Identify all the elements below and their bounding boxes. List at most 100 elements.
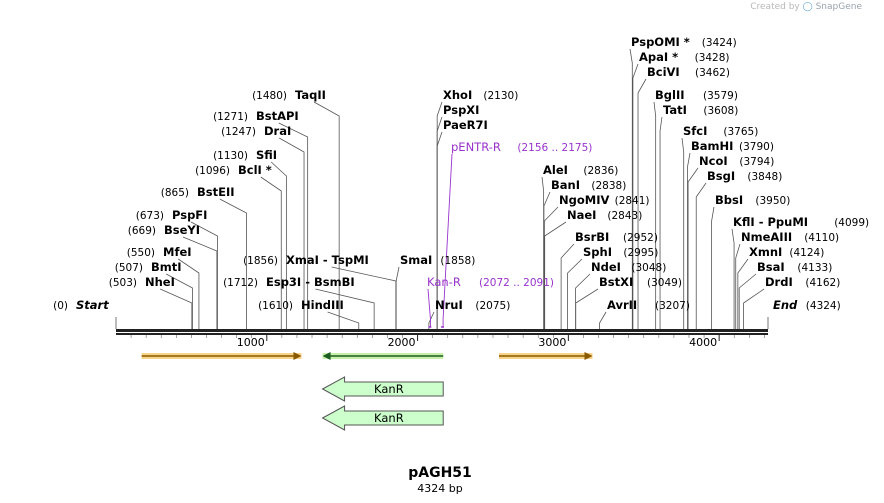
site-name: SfcI (683, 124, 707, 138)
primer-name: pENTR-R (451, 140, 501, 154)
site-coordinate: (3608) (703, 105, 738, 117)
site-coordinate: (3049) (647, 277, 682, 289)
site-name: AvrII (607, 298, 637, 312)
site-coordinate: (3048) (631, 262, 666, 274)
site-name: BglII (655, 88, 685, 102)
site-coordinate: (1096) (195, 165, 230, 177)
site-name: SmaI (400, 253, 432, 267)
feature-direction-arrowhead (293, 352, 302, 360)
site-coordinate: (3848) (747, 171, 782, 183)
site-coordinate: (503) (109, 277, 137, 289)
site-name: BseYI (164, 223, 200, 237)
site-coordinate: (3424) (702, 37, 737, 49)
site-leader-line (270, 161, 287, 329)
scale-tick-label: 3000 (538, 336, 566, 349)
site-name: BstAPI (256, 109, 299, 123)
site-name: BsrBI (575, 230, 609, 244)
site-leader-line (743, 288, 765, 329)
site-leader-line (629, 48, 633, 329)
site-name: XmnI (749, 245, 782, 259)
site-coordinate: (2995) (623, 247, 658, 259)
site-leader-line (687, 167, 699, 329)
site-name: BmtI (151, 260, 182, 274)
site-name: BstXI (599, 275, 633, 289)
site-name: XhoI (443, 88, 472, 102)
site-leader-line (737, 258, 749, 329)
credit-brand: SnapGene (815, 2, 862, 12)
site-leader-line (711, 206, 715, 329)
feature-label: KanR (374, 411, 404, 425)
site-name: PspXI (443, 103, 479, 117)
feature-label: KanR (374, 382, 404, 396)
site-name: Esp3I - BsmBI (266, 275, 355, 289)
site-coordinate: (2130) (483, 90, 518, 102)
site-leader-line (738, 273, 757, 329)
site-coordinate: (3462) (695, 67, 730, 79)
site-coordinate: (3765) (723, 126, 758, 138)
site-leader-line (190, 221, 218, 329)
site-leader-line (637, 78, 647, 329)
primer-name: Kan-R (427, 275, 461, 289)
site-coordinate: (1271) (213, 111, 248, 123)
plasmid-length: 4324 bp (417, 482, 462, 495)
site-leader-line (543, 206, 559, 329)
site-name: NruI (435, 298, 463, 312)
kanr-feature-arrow (321, 376, 444, 402)
site-coordinate: (1856) (243, 255, 278, 267)
site-leader-line (560, 243, 575, 329)
site-leader-line (278, 122, 309, 329)
snapgene-logo-icon: ◯ (802, 2, 813, 12)
site-name: End (773, 298, 798, 312)
site-name: DraI (264, 124, 291, 138)
site-leader-line (279, 137, 305, 329)
site-name: ApaI * (639, 50, 678, 64)
site-name: NaeI (567, 208, 596, 222)
site-coordinate: (550) (127, 247, 155, 259)
site-leader-line (659, 116, 663, 329)
site-name: KflI - PpuMI (733, 215, 808, 229)
site-coordinate: (4324) (806, 300, 841, 312)
site-coordinate: (1610) (258, 300, 293, 312)
site-leader-line (315, 288, 375, 329)
site-leader-line (695, 182, 707, 329)
site-coordinate: (2841) (615, 195, 650, 207)
site-leader-line (575, 288, 599, 329)
site-leader-line (260, 176, 282, 329)
sequence-backbone (116, 329, 768, 335)
site-leader-line (436, 131, 443, 329)
site-coordinate: (4124) (789, 247, 824, 259)
site-coordinate: (4099) (834, 217, 869, 229)
site-coordinate: (673) (136, 210, 164, 222)
site-coordinate: (4162) (805, 277, 840, 289)
site-coordinate: (3579) (703, 90, 738, 102)
site-name: MfeI (163, 245, 192, 259)
site-leader-line (313, 101, 340, 329)
site-name: BciVI (647, 65, 680, 79)
site-leader-line (160, 288, 193, 329)
site-leader-line (599, 311, 607, 329)
site-leader-line (166, 273, 193, 329)
site-name: NdeI (591, 260, 621, 274)
site-name: BanI (551, 178, 580, 192)
site-coordinate: (3950) (755, 195, 790, 207)
backbone-top-strand (116, 329, 768, 332)
site-coordinate: (2075) (475, 300, 510, 312)
site-name: BstEII (197, 185, 235, 199)
site-name: AleI (543, 163, 568, 177)
site-name: HindIII (301, 298, 344, 312)
site-coordinate: (3207) (655, 300, 690, 312)
scale-tick-label: 4000 (689, 336, 717, 349)
site-coordinate: (669) (128, 225, 156, 237)
site-name: TaqII (295, 88, 326, 102)
site-leader-line (219, 198, 247, 329)
scale-tick-label: 1000 (237, 336, 265, 349)
site-coordinate: (865) (161, 187, 189, 199)
site-coordinate: (2952) (623, 232, 658, 244)
primer-leader-line (427, 288, 431, 327)
site-name: NheI (145, 275, 175, 289)
site-coordinate: (2843) (607, 210, 642, 222)
site-coordinate: (4110) (804, 232, 839, 244)
site-coordinate: (2836) (583, 165, 618, 177)
site-coordinate: (3790) (739, 141, 774, 153)
